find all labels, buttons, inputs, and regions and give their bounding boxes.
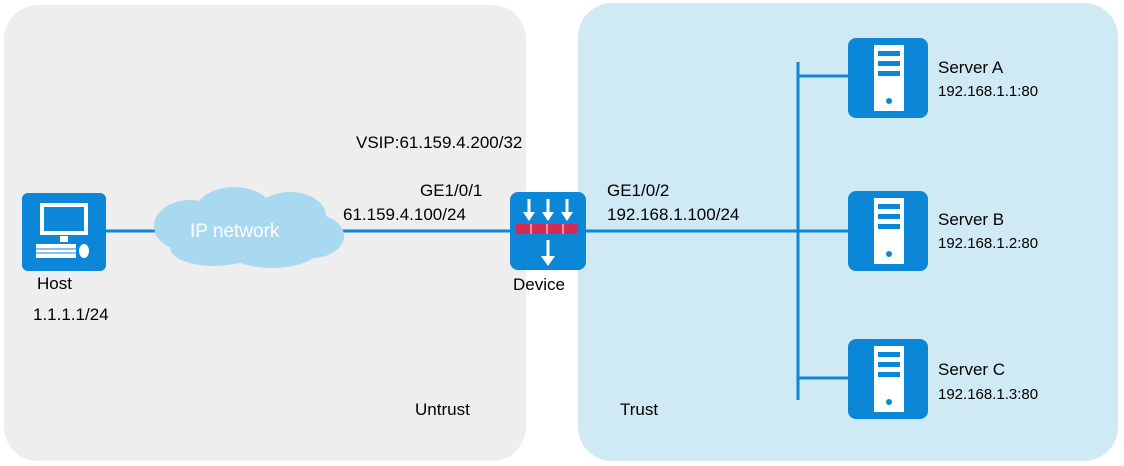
- vsip-label: VSIP:61.159.4.200/32: [356, 133, 523, 152]
- host-ip: 1.1.1.1/24: [33, 305, 109, 324]
- device-ip-right: 192.168.1.100/24: [607, 205, 740, 224]
- cloud-label: IP network: [190, 221, 280, 242]
- device-ip-left: 61.159.4.100/24: [343, 205, 466, 224]
- host-pc-icon: [22, 193, 106, 271]
- server-b-name: Server B: [938, 210, 1005, 229]
- firewall-device-icon: [510, 192, 586, 270]
- trust-zone-label: Trust: [620, 400, 659, 419]
- device-port-left: GE1/0/1: [420, 181, 483, 200]
- ip-network-cloud: [154, 187, 344, 268]
- server-a-icon: [848, 38, 928, 118]
- host-name: Host: [37, 274, 72, 293]
- server-b-icon: [848, 191, 928, 271]
- server-b-addr: 192.168.1.2:80: [938, 235, 1039, 252]
- untrust-zone-label: Untrust: [415, 400, 470, 419]
- server-c-name: Server C: [938, 360, 1006, 379]
- server-c-icon: [848, 339, 928, 419]
- device-name: Device: [513, 275, 565, 294]
- device-port-right: GE1/0/2: [607, 181, 670, 200]
- server-c-addr: 192.168.1.3:80: [938, 386, 1039, 403]
- server-a-name: Server A: [938, 58, 1004, 77]
- server-a-addr: 192.168.1.1:80: [938, 83, 1039, 100]
